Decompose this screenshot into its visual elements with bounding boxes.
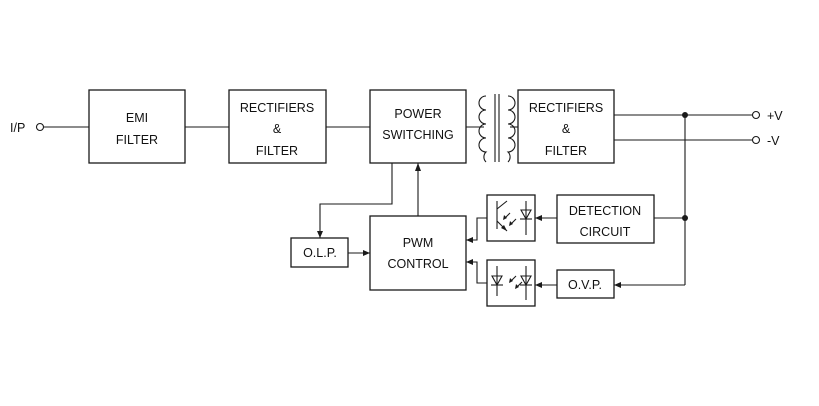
input-rectifiers-line1: RECTIFIERS xyxy=(240,101,314,115)
olp-block: O.L.P. xyxy=(290,237,349,268)
pwm-control-block: PWM CONTROL xyxy=(369,215,467,291)
input-rectifiers-line3: FILTER xyxy=(256,144,298,158)
input-label: I/P xyxy=(10,121,25,135)
output-rectifiers-line1: RECTIFIERS xyxy=(529,101,603,115)
arrow-to-switching xyxy=(415,163,421,171)
input-rectifiers-block: RECTIFIERS & FILTER xyxy=(228,89,327,164)
pwm-line2: CONTROL xyxy=(387,257,448,271)
emi-filter-line2: FILTER xyxy=(116,133,158,147)
detection-circuit-block: DETECTION CIRCUIT xyxy=(556,194,655,244)
arrow-to-pwm xyxy=(466,237,473,243)
power-switching-line2: SWITCHING xyxy=(382,128,454,142)
arrow-to-opto2 xyxy=(535,282,542,288)
arrow-to-opto1 xyxy=(535,215,542,221)
output-rectifiers-block: RECTIFIERS & FILTER xyxy=(517,89,615,164)
emi-filter-line1: EMI xyxy=(126,111,148,125)
positive-terminal xyxy=(751,110,761,120)
optocoupler-icon xyxy=(486,259,536,307)
wire-switch-olp xyxy=(319,163,393,238)
detection-line2: CIRCUIT xyxy=(580,225,631,239)
wire-opto1-pwm xyxy=(466,217,487,241)
arrow-to-pwm xyxy=(363,250,370,256)
output-rectifiers-line2: & xyxy=(562,122,571,136)
input-rectifiers-line2: & xyxy=(273,122,282,136)
emi-filter-block: EMI FILTER xyxy=(88,89,186,164)
olp-label: O.L.P. xyxy=(303,246,337,260)
arrow-to-pwm xyxy=(466,259,473,265)
input-terminal xyxy=(35,122,45,132)
negative-terminal xyxy=(751,135,761,145)
wire-opto2-pwm xyxy=(466,261,487,284)
ovp-label: O.V.P. xyxy=(568,278,602,292)
output-rectifiers-line3: FILTER xyxy=(545,144,587,158)
detection-line1: DETECTION xyxy=(569,204,641,218)
negative-output-label: -V xyxy=(767,134,780,148)
positive-output-label: +V xyxy=(767,109,783,123)
optocoupler-icon xyxy=(486,194,536,242)
arrow-to-olp xyxy=(317,231,323,238)
transformer-symbol xyxy=(466,94,518,163)
power-switching-block: POWER SWITCHING xyxy=(369,89,467,164)
power-switching-line1: POWER xyxy=(394,107,441,121)
pwm-line1: PWM xyxy=(403,236,434,250)
ovp-block: O.V.P. xyxy=(556,269,615,299)
arrow-to-ovp xyxy=(614,282,621,288)
